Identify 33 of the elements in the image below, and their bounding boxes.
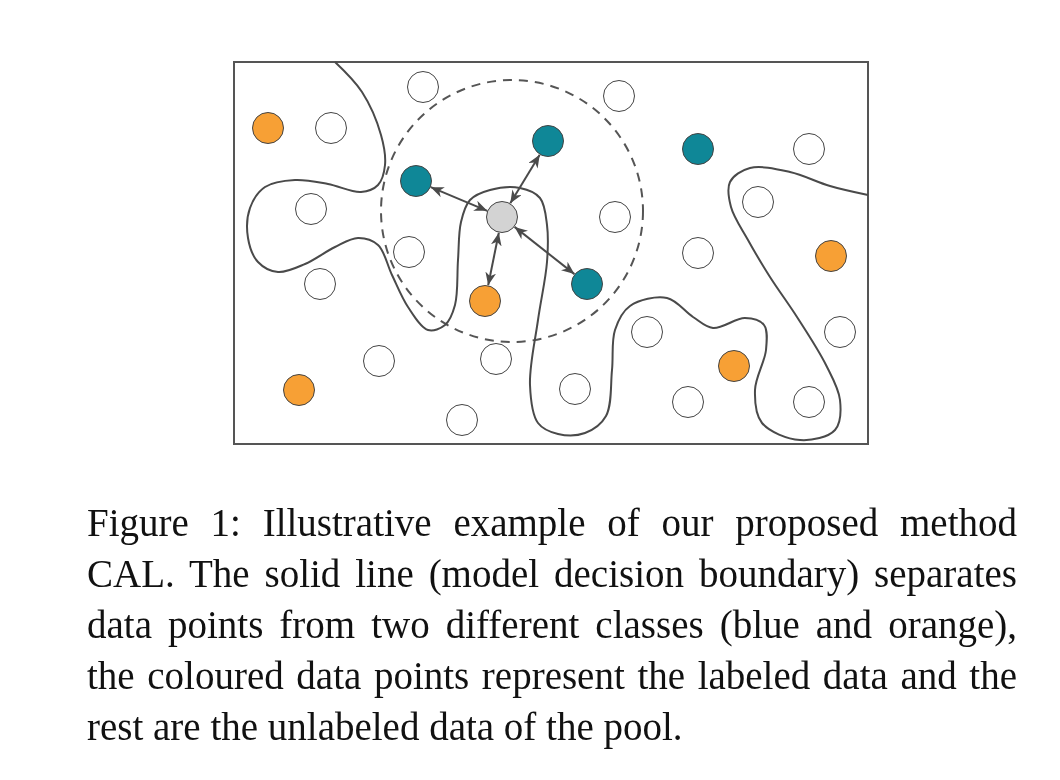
data-point: [295, 193, 327, 225]
data-point: [631, 316, 663, 348]
data-point: [742, 186, 774, 218]
data-point: [446, 404, 478, 436]
data-point: [407, 71, 439, 103]
double-arrow: [485, 231, 502, 287]
data-point: [682, 237, 714, 269]
double-arrow: [513, 225, 576, 276]
data-point: [682, 133, 714, 165]
data-point: [793, 386, 825, 418]
data-point: [283, 374, 315, 406]
data-point: [718, 350, 750, 382]
data-point: [571, 268, 603, 300]
data-point: [480, 343, 512, 375]
double-arrow: [509, 153, 541, 205]
figure-caption: Figure 1: Illustrative example of our proposed method CAL. The solid line (model decision boundary) separates data points from two different classes (blue and orange), the coloured data points represent the labeled data and the rest are the unlabeled data of the pool.: [87, 500, 1017, 751]
data-point: [363, 345, 395, 377]
data-point: [486, 201, 518, 233]
data-point: [559, 373, 591, 405]
data-point: [824, 316, 856, 348]
data-point: [793, 133, 825, 165]
data-point: [599, 201, 631, 233]
data-point: [603, 80, 635, 112]
data-point: [304, 268, 336, 300]
double-arrow: [429, 186, 489, 212]
data-point: [532, 125, 564, 157]
data-point: [469, 285, 501, 317]
data-point: [252, 112, 284, 144]
data-point: [815, 240, 847, 272]
data-point: [393, 236, 425, 268]
data-point: [400, 165, 432, 197]
data-point: [315, 112, 347, 144]
data-point: [672, 386, 704, 418]
